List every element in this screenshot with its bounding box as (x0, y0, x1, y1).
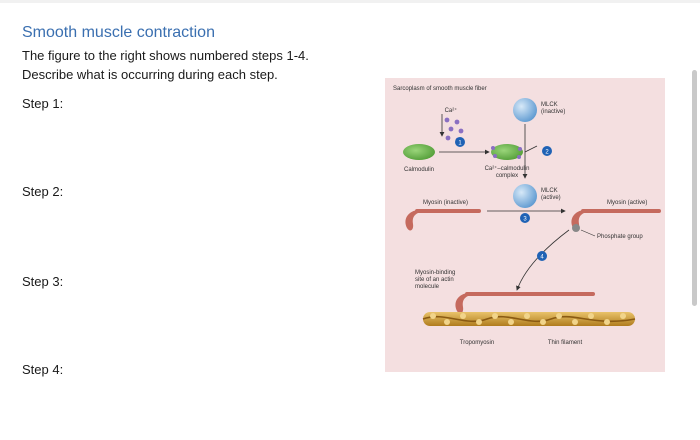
myosin-active-shape (571, 209, 661, 232)
step-4-label: Step 4: (22, 362, 64, 377)
myosin-inactive-shape (405, 209, 481, 231)
complex-label-1: Ca²⁺–calmodulin (485, 165, 530, 172)
instruction-line-1: The figure to the right shows numbered s… (22, 48, 309, 63)
step-1-label: Step 1: (22, 96, 64, 111)
step-2-marker (542, 146, 552, 156)
top-border (0, 0, 700, 3)
mlck-active-label: (active) (541, 195, 561, 201)
step-3-label: Step 3: (22, 274, 64, 289)
binding-label-1: Myosin-binding (415, 270, 455, 276)
tropomyosin-label: Tropomyosin (460, 340, 494, 346)
step-1-marker (455, 137, 465, 147)
smooth-muscle-figure: Sarcoplasm of smooth muscle fiber Ca²⁺ C… (385, 78, 665, 372)
step-2-number: 2 (545, 150, 549, 156)
instructions: The figure to the right shows numbered s… (22, 46, 309, 84)
vertical-scrollbar[interactable] (692, 70, 697, 306)
thin-filament-shape (422, 312, 636, 326)
calmodulin-complex-shape (491, 144, 523, 160)
step-1-number: 1 (458, 141, 462, 147)
myosin-bound-shape (455, 292, 595, 314)
binding-label-3: molecule (415, 284, 440, 290)
mlck-active-shape (513, 184, 537, 208)
mlck-label-2: MLCK (541, 188, 558, 194)
complex-label-2: complex (496, 173, 518, 179)
myosin-active-label: Myosin (active) (607, 200, 647, 206)
step-4-marker (537, 251, 547, 261)
mlck-inactive-label: (inactive) (541, 109, 565, 115)
binding-label-2: site of an actin (415, 277, 454, 283)
sarcoplasm-label: Sarcoplasm of smooth muscle fiber (393, 86, 487, 92)
step-3-marker (520, 213, 530, 223)
instruction-line-2: Describe what is occurring during each s… (22, 67, 278, 82)
page-title: Smooth muscle contraction (22, 24, 215, 41)
calmodulin-label: Calmodulin (404, 167, 434, 173)
thin-filament-label: Thin filament (548, 340, 583, 346)
phosphate-label: Phosphate group (597, 234, 643, 240)
mlck-inactive-shape (513, 98, 537, 122)
ca-label: Ca²⁺ (445, 107, 458, 114)
mlck-label-1: MLCK (541, 102, 558, 108)
step-3-number: 3 (523, 217, 527, 223)
myosin-inactive-label: Myosin (inactive) (423, 200, 468, 206)
step-4-number: 4 (540, 255, 544, 261)
calmodulin-shape (403, 144, 435, 160)
figure-svg: Sarcoplasm of smooth muscle fiber Ca²⁺ C… (393, 86, 661, 346)
step-2-label: Step 2: (22, 184, 64, 199)
